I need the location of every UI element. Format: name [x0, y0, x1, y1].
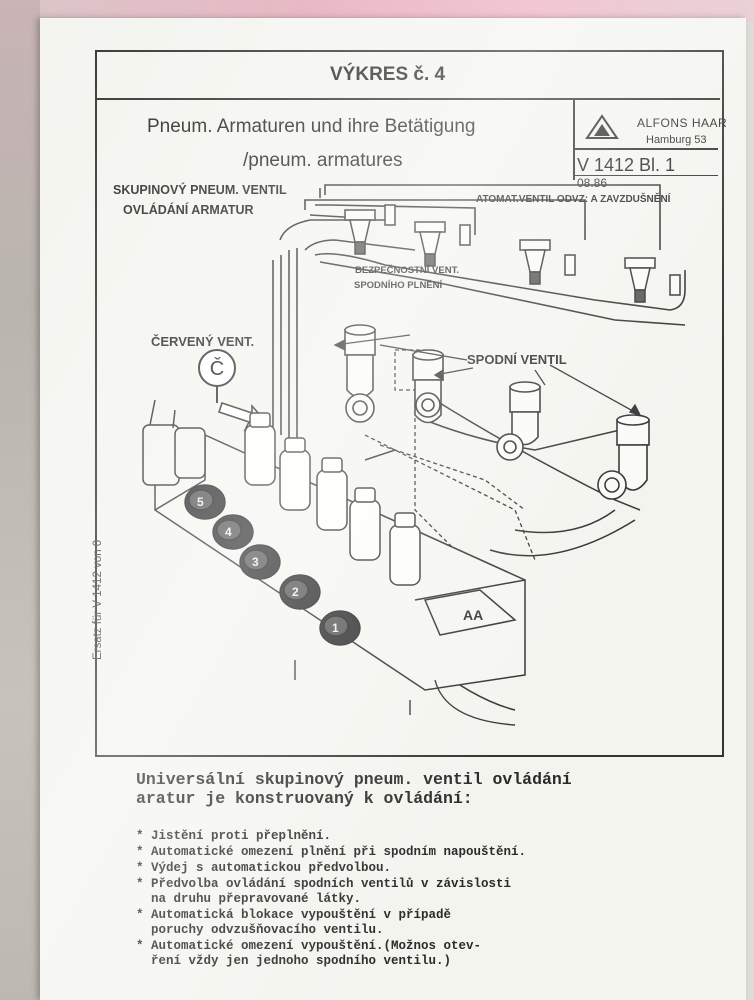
knob-number: 1 — [332, 621, 339, 635]
label-group-valve-control: OVLÁDÁNÍ ARMATUR — [123, 203, 254, 217]
knob-number: 2 — [292, 585, 299, 599]
description-intro-line-1: Universální skupinový pneum. ventil ovlá… — [136, 770, 572, 789]
red-valve-symbol: Č — [210, 357, 224, 380]
knob-number: 5 — [197, 495, 204, 509]
pneumatic-diagram: Č AA 5 4 3 2 1 — [142, 184, 686, 726]
title-block — [95, 98, 575, 180]
bullet-item: * Automatická blokace vypouštění v přípa… — [136, 908, 452, 922]
label-bottom-valve: SPODNÍ VENTIL — [467, 352, 567, 367]
svg-text:AA: AA — [463, 607, 483, 623]
title-english: /pneum. armatures — [243, 150, 403, 171]
company-block — [575, 100, 718, 150]
binder-edge — [0, 0, 40, 1000]
label-group-valve: SKUPINOVÝ PNEUM. VENTIL — [113, 183, 287, 197]
bullet-item: ření vždy jen jednoho spodního ventilu.) — [136, 954, 452, 968]
knob-number: 4 — [225, 525, 232, 539]
company-name: ALFONS HAAR — [637, 116, 728, 130]
bullet-item: na druhu přepravované látky. — [136, 892, 362, 906]
label-auto-valve: ATOMAT.VENTIL ODVZ: A ZAVZDUŠNĚNÍ — [476, 194, 671, 205]
bullet-item: * Automatické omezení plnění při spodním… — [136, 845, 527, 859]
knob-number: 3 — [252, 555, 259, 569]
pink-folder-edge — [0, 0, 754, 22]
drawing-number: V 1412 Bl. 1 — [577, 155, 676, 175]
drawing-date: 08.86 — [577, 176, 608, 190]
company-logo-icon — [585, 114, 619, 139]
date-divider — [575, 175, 718, 176]
bullet-item: poruchy odvzušňovacího ventilu. — [136, 923, 384, 937]
label-red-valve: ČERVENÝ VENT. — [151, 334, 255, 349]
label-safety-valve: BEZPEČNOSTNÍ VENT. — [355, 265, 459, 276]
bullet-item: * Jistění proti přeplnění. — [136, 829, 332, 843]
bullet-item: * Automatické omezení vypouštění.(Možnos… — [136, 939, 482, 953]
title-divider — [95, 98, 720, 100]
drawing-frame — [95, 50, 724, 757]
description-intro-line-2: aratur je konstruovaný k ovládání: — [136, 789, 473, 808]
drawing-title: VÝKRES č. 4 — [330, 64, 446, 85]
title-german: Pneum. Armaturen und ihre Betätigung — [147, 116, 476, 137]
bullet-item: * Předvolba ovládání spodních ventilů v … — [136, 877, 512, 891]
company-city: Hamburg 53 — [646, 134, 707, 146]
bullet-item: * Výdej s automatickou předvolbou. — [136, 861, 392, 875]
label-safety-valve-bottom: SPODNÍHO PLNĚNÍ — [354, 280, 443, 291]
